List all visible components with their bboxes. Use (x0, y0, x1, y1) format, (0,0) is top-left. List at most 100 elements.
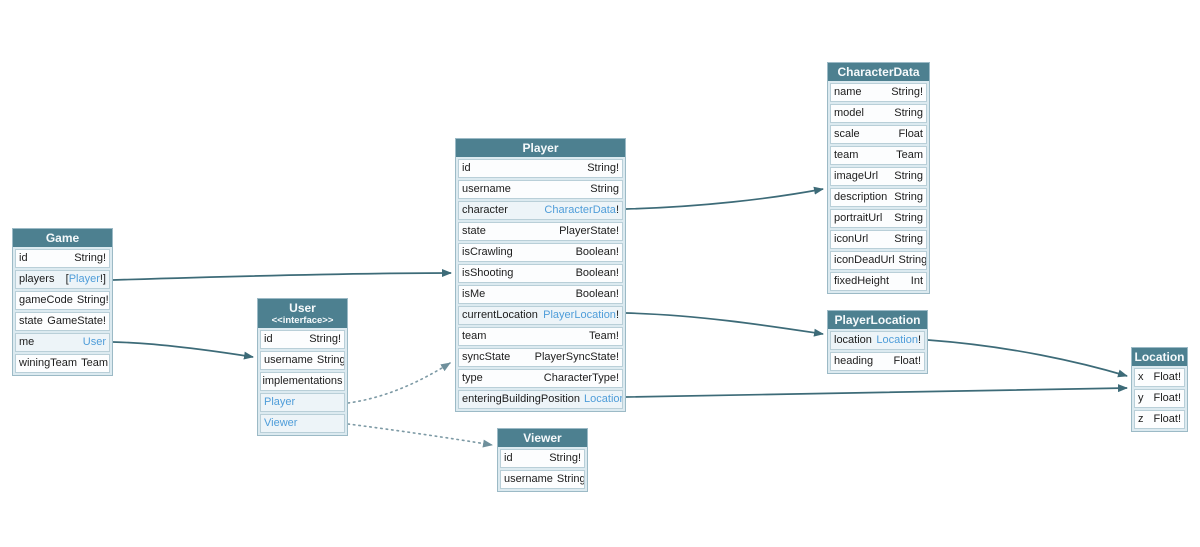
field-name: id (504, 452, 513, 464)
field-row-players[interactable]: players [Player!] (15, 270, 110, 289)
interface-subtitle: <<interface>> (271, 315, 334, 326)
field-type: Int (910, 275, 923, 287)
field-type: GameState! (47, 315, 106, 327)
field-name: implementations (262, 375, 343, 387)
field-row-state[interactable]: state GameState! (15, 312, 110, 331)
field-row-id[interactable]: id String! (458, 159, 623, 178)
edge-game-me-to-user[interactable] (112, 341, 254, 360)
field-name: id (462, 162, 471, 174)
type-link[interactable]: User (82, 336, 106, 348)
edge-playerlocation-location-to-location[interactable] (927, 339, 1128, 378)
edge-user-player-to-player[interactable] (347, 362, 451, 404)
type-link[interactable]: Player (68, 273, 100, 285)
field-type: String (894, 191, 923, 203)
implementation-link[interactable]: Viewer (264, 417, 298, 429)
field-type: String (894, 107, 923, 119)
table-title: CharacterData (828, 63, 929, 81)
field-name: heading (834, 355, 874, 367)
field-type: [Player!] (65, 273, 106, 285)
field-type: String (590, 183, 619, 195)
field-name: z (1138, 413, 1144, 425)
table-title: Player (456, 139, 625, 157)
field-type: String! (587, 162, 619, 174)
edge-player-enteringbuildingposition-to-location[interactable] (625, 384, 1128, 398)
type-link[interactable]: PlayerLocation (543, 309, 616, 321)
field-name: players (19, 273, 55, 285)
field-row-character[interactable]: character CharacterData! (458, 201, 623, 220)
edge-player-currentlocation-to-playerlocation[interactable] (625, 312, 824, 337)
edge-user-viewer-to-viewer[interactable] (347, 423, 493, 448)
field-name: gameCode (19, 294, 73, 306)
field-name: iconUrl (834, 233, 869, 245)
field-name: isShooting (462, 267, 514, 279)
field-name: state (19, 315, 43, 327)
field-type: CharacterData! (544, 204, 619, 216)
type-link[interactable]: Location (584, 393, 623, 405)
field-type: PlayerLocation! (543, 309, 619, 321)
field-row-viewer[interactable]: Viewer (260, 414, 345, 433)
edge-game-players-to-player[interactable] (112, 269, 452, 281)
field-type: String (894, 170, 923, 182)
field-name: character (462, 204, 508, 216)
field-type: String! (891, 86, 923, 98)
field-type: Team! (589, 330, 619, 342)
type-link[interactable]: CharacterData (544, 204, 616, 216)
field-name: state (462, 225, 486, 237)
field-name: syncState (462, 351, 511, 363)
field-type: Location (584, 392, 623, 407)
field-type: String (316, 354, 345, 366)
field-name: isCrawling (462, 246, 513, 258)
field-name: isMe (462, 288, 486, 300)
type-link[interactable]: Location (876, 334, 918, 346)
field-row-player[interactable]: Player (260, 393, 345, 412)
implementation-link[interactable]: Player (264, 396, 296, 408)
edge-player-character-to-characterdata[interactable] (625, 186, 824, 210)
field-type: Boolean! (575, 246, 619, 258)
field-row-iscrawling[interactable]: isCrawling Boolean! (458, 243, 623, 262)
field-type: Float! (1153, 371, 1181, 383)
field-row-implementations[interactable]: implementations (260, 372, 345, 391)
